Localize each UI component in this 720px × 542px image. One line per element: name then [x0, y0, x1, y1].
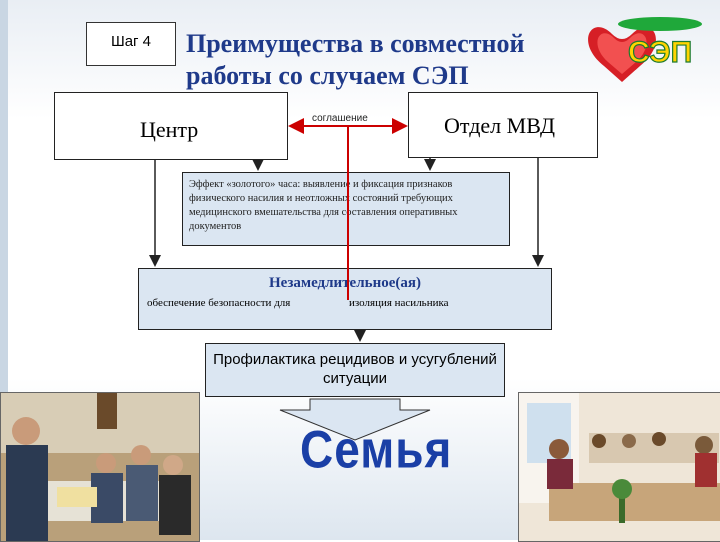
title-line-1: Преимущества в совместной — [186, 29, 525, 58]
prevention-box: Профилактика рецидивов и усугублений сит… — [205, 343, 505, 397]
mvd-node-label: Отдел МВД — [444, 113, 556, 138]
left-decor-strip — [0, 0, 8, 540]
urgent-actions-title: Незамедлительное(ая) — [269, 275, 421, 291]
mvd-node: Отдел МВД — [408, 92, 598, 158]
logo-text: СЭП — [628, 36, 692, 69]
center-node: Центр — [54, 92, 288, 160]
golden-hour-effect-text: Эффект «золотого» часа: выявление и фикс… — [189, 179, 458, 232]
safety-provision-text: обеспечение безопасности для — [147, 297, 291, 309]
step-label: Шаг 4 — [86, 22, 176, 66]
urgent-actions-box: Незамедлительное(ая) обеспечение безопас… — [138, 268, 552, 330]
agreement-label: соглашение — [312, 113, 368, 124]
meeting-photo-left — [0, 392, 200, 542]
meeting-photo-right — [518, 392, 720, 542]
down-block-arrow — [279, 398, 431, 441]
center-node-label: Центр — [140, 117, 199, 142]
heart-logo-icon: СЭП — [588, 17, 702, 82]
page-title: Преимущества в совместной работы со случ… — [186, 28, 586, 92]
prevention-text: Профилактика рецидивов и усугублений сит… — [213, 351, 497, 387]
golden-hour-effect-box: Эффект «золотого» часа: выявление и фикс… — [182, 172, 510, 246]
abuser-isolation-text: изоляция насильника — [349, 297, 449, 309]
step-label-text: Шаг 4 — [110, 33, 152, 50]
title-line-2: работы со случаем СЭП — [186, 61, 469, 90]
